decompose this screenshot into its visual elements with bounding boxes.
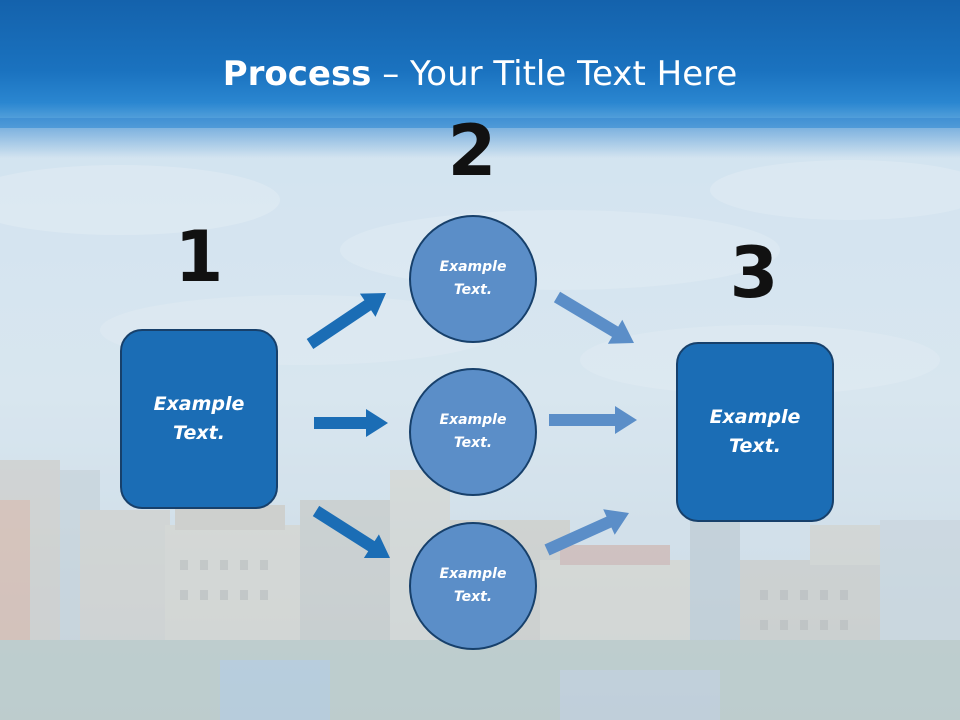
step-number-1: 1	[174, 216, 224, 298]
page-title: Process – Your Title Text Here	[0, 52, 960, 96]
box-step-1: Example Text.	[120, 329, 278, 509]
step-number-3: 3	[729, 232, 779, 314]
circle-top-label: Example Text.	[439, 259, 507, 298]
header-fade	[0, 118, 960, 158]
circle-middle: Example Text.	[409, 368, 537, 496]
circle-middle-label: Example Text.	[439, 412, 507, 451]
header-band	[0, 0, 960, 128]
box-step-3-label: Example Text.	[709, 406, 801, 457]
circle-top: Example Text.	[409, 215, 537, 343]
box-step-1-label: Example Text.	[153, 393, 245, 444]
step-number-2: 2	[447, 110, 497, 192]
circle-bottom-label: Example Text.	[439, 566, 507, 605]
title-bold: Process	[222, 54, 372, 94]
circle-bottom: Example Text.	[409, 522, 537, 650]
title-rest: – Your Title Text Here	[371, 54, 738, 94]
box-step-3: Example Text.	[676, 342, 834, 522]
